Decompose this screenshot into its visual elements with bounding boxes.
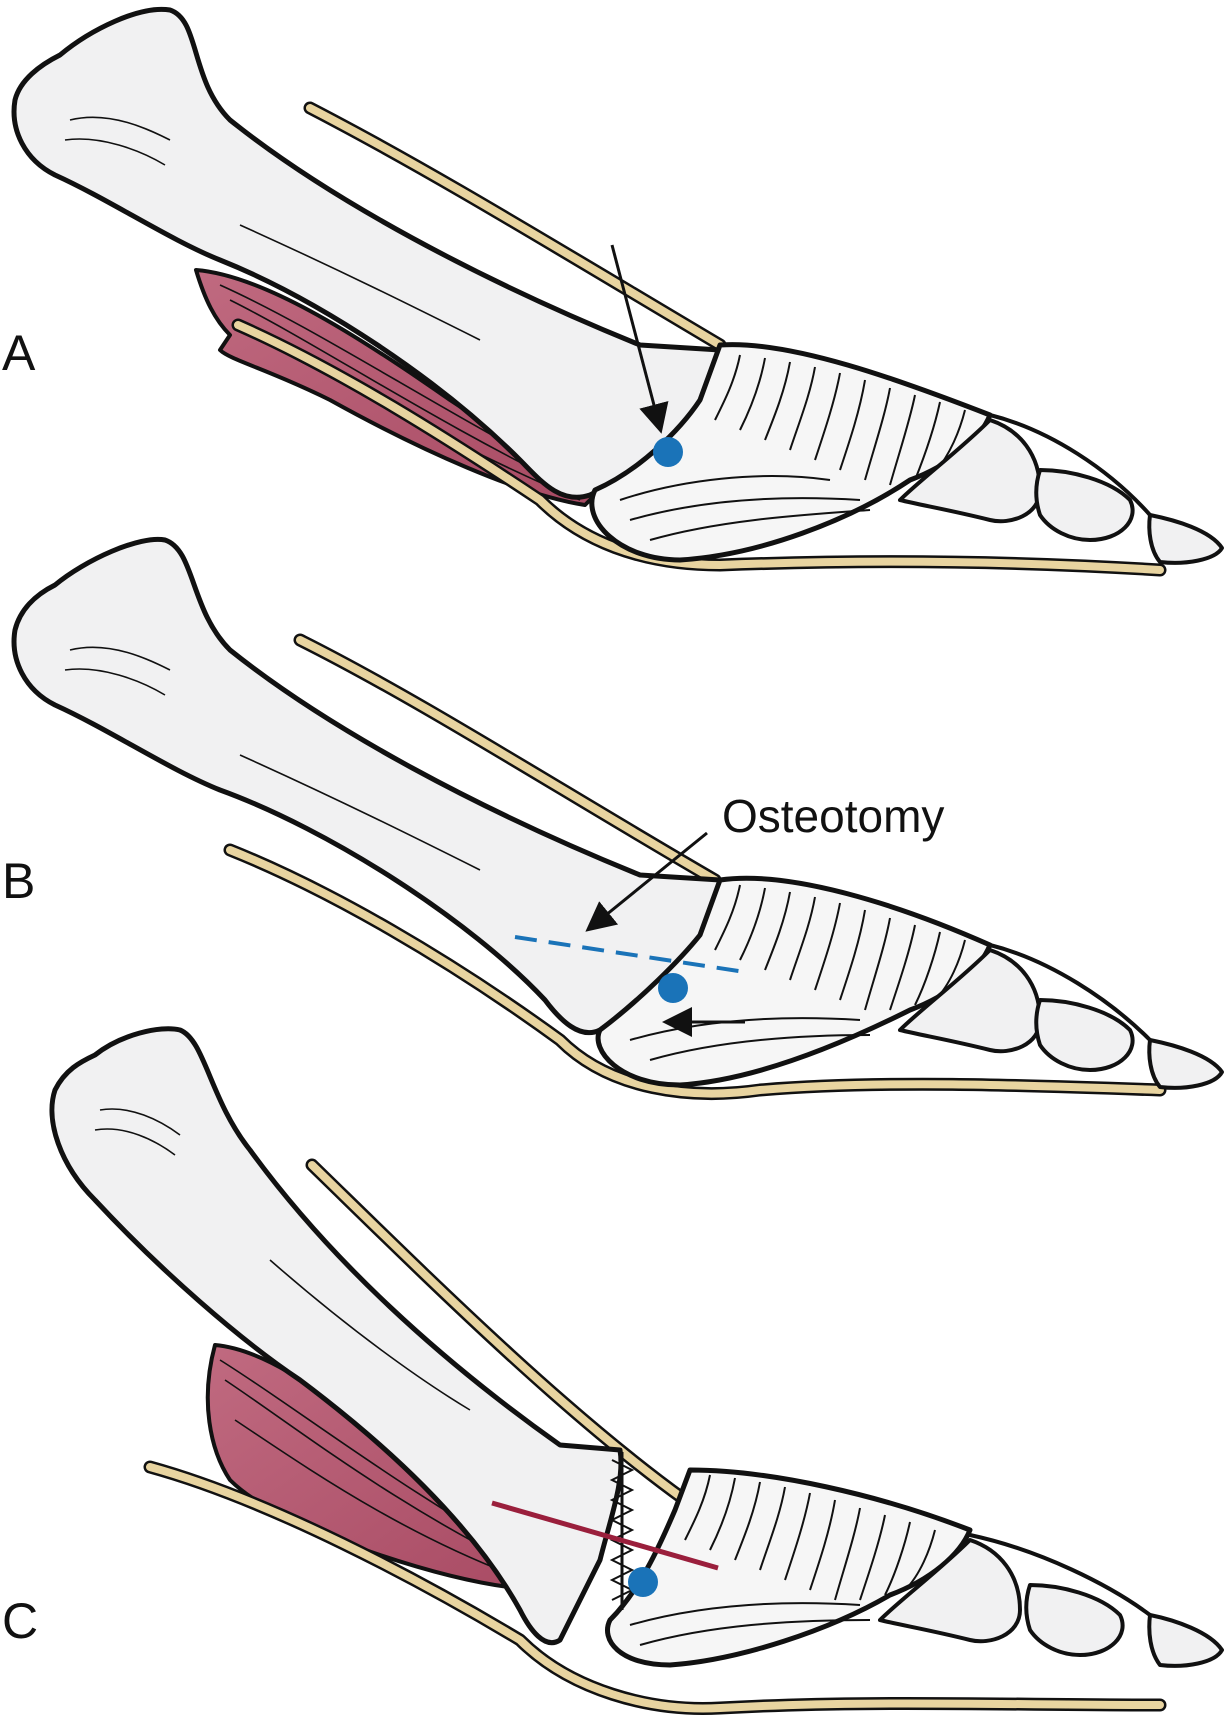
metatarsal-shading-a <box>64 116 481 341</box>
plantar-tendon-c <box>143 1460 1167 1715</box>
plantar-tendon-a <box>231 318 1167 577</box>
capsule-hatching-c <box>629 1474 936 1646</box>
osteotomy-label: Osteotomy <box>722 790 944 842</box>
middle-phalanx-c <box>1024 1583 1125 1657</box>
osteotomy-arrow <box>585 831 708 932</box>
dorsal-tendon-a <box>303 101 727 352</box>
metatarsal-shading-c <box>94 1108 471 1411</box>
rotation-pivot-c <box>628 1567 658 1597</box>
muscle-belly-a <box>194 268 602 507</box>
metatarsal-a <box>11 6 725 500</box>
plantar-tendon-b <box>223 843 1167 1100</box>
toe-tendon-a <box>988 413 1152 517</box>
panel-c: C <box>2 1026 1224 1715</box>
fixation-pin <box>491 1500 719 1571</box>
proximal-phalanx-a <box>898 418 1042 524</box>
rotation-pivot-a <box>653 437 683 467</box>
fixation-staple <box>609 1452 635 1610</box>
osteotomy-line <box>514 935 746 974</box>
joint-capsule-b <box>595 875 993 1088</box>
rotation-pivot-b <box>658 973 688 1003</box>
metatarsal-b <box>11 536 723 1036</box>
proximal-phalanx-c <box>878 1538 1022 1644</box>
middle-phalanx-b <box>1034 998 1135 1072</box>
middle-phalanx-a <box>1034 468 1135 542</box>
metatarsal-c <box>49 1026 624 1646</box>
panel-label-b: B <box>2 853 35 909</box>
distal-phalanx-c <box>1147 1613 1224 1668</box>
dorsal-tendon-b <box>293 633 722 887</box>
direction-arrow-a <box>610 244 669 434</box>
capsule-hatching-b <box>629 884 966 1061</box>
capsule-hatching-a <box>619 354 966 541</box>
metatarsal-shading-b <box>64 646 481 871</box>
panel-a: A <box>2 6 1224 577</box>
dorsal-tendon-c <box>305 1158 692 1507</box>
panel-b: B <box>2 536 1224 1100</box>
proximal-phalanx-b <box>898 948 1042 1054</box>
toe-tendon-b <box>988 943 1152 1042</box>
panel-label-a: A <box>2 325 36 381</box>
distal-phalanx-b <box>1147 1038 1224 1090</box>
distal-phalanx-a <box>1147 513 1224 565</box>
toe-tendon-c <box>968 1533 1152 1617</box>
panel-label-c: C <box>2 1593 38 1649</box>
